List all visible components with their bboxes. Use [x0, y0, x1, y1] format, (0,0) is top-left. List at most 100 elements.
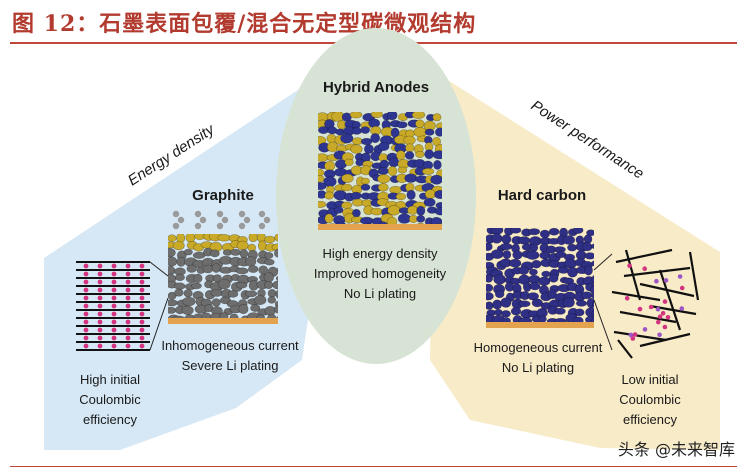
hybrid-particle — [363, 144, 374, 154]
lithium-ion — [111, 303, 117, 309]
graphite-particle — [271, 243, 278, 251]
lithium-ion — [111, 279, 117, 285]
graphite-particle — [211, 298, 221, 307]
hard-carbon-particle — [528, 228, 541, 236]
hybrid-caption-line-1: High energy density — [323, 246, 438, 261]
hard-carbon-particle — [591, 310, 594, 317]
hybrid-particle — [416, 215, 426, 223]
hard-carbon-particle — [584, 252, 594, 260]
hybrid-particle — [433, 159, 442, 170]
graphite-particle — [236, 240, 249, 251]
graphite-particle — [256, 314, 266, 318]
lithium-ion — [125, 335, 131, 341]
lithium-ion — [624, 296, 630, 301]
hybrid-particle — [318, 126, 329, 134]
hard-carbon-particle — [491, 233, 503, 244]
lithium-ion — [111, 263, 117, 269]
graphite-particle — [274, 248, 278, 258]
hybrid-particle — [360, 216, 374, 224]
carbon-sheet — [615, 248, 673, 264]
hybrid-particle — [377, 167, 389, 175]
carbon-sheet — [617, 339, 633, 359]
hybrid-particle — [366, 223, 373, 224]
graphite-efficiency-line-1: High initial — [80, 372, 140, 387]
hard-carbon-particle — [490, 249, 504, 259]
hard-carbon-particle — [501, 317, 511, 322]
hybrid-particle — [370, 112, 383, 118]
graphite-particle — [266, 313, 277, 318]
hybrid-particle — [341, 201, 353, 209]
lithium-ion — [630, 336, 636, 341]
hard-carbon-particle — [486, 292, 494, 301]
hard-carbon-particle — [501, 234, 512, 245]
lithium-ion — [677, 274, 683, 279]
graphite-particle — [176, 256, 186, 267]
graphite-particle — [248, 234, 258, 243]
hard-carbon-particle — [500, 243, 513, 251]
graphite-particle — [264, 235, 276, 244]
hard-carbon-particle — [492, 299, 503, 310]
graphite-particle — [239, 248, 249, 259]
gas-bubble — [177, 216, 185, 224]
lithium-ion — [83, 311, 89, 317]
gas-bubble — [172, 210, 180, 218]
gas-bubble — [258, 210, 266, 218]
lithium-ion — [657, 314, 663, 320]
lithium-ion — [111, 327, 117, 333]
hard-carbon-particle — [509, 258, 522, 268]
hybrid-particle — [404, 173, 418, 183]
graphite-particle — [250, 304, 261, 312]
hard-carbon-particle — [529, 268, 538, 276]
hard-carbon-particle — [553, 317, 567, 322]
gas-bubble — [221, 216, 229, 224]
gas-bubble — [172, 222, 180, 230]
hybrid-anodes-heading: Hybrid Anodes — [323, 79, 429, 96]
graphite-particle — [267, 288, 277, 298]
hybrid-particle — [360, 177, 370, 185]
graphite-particle — [276, 315, 278, 318]
hard-carbon-illustration — [486, 228, 594, 328]
graphite-particle — [238, 303, 249, 315]
graphite-particle — [257, 240, 267, 252]
lithium-ion — [139, 287, 145, 293]
lithium-ion — [97, 295, 103, 301]
hard-carbon-particle — [584, 265, 593, 276]
bottom-divider — [10, 466, 737, 467]
hard-carbon-particle — [591, 292, 594, 300]
graphite-heading: Graphite — [192, 187, 254, 204]
graphite-particle — [217, 278, 231, 290]
hard-carbon-particle — [518, 317, 533, 322]
graphite-anode-illustration — [168, 210, 278, 324]
graphite-particle — [274, 304, 278, 314]
hard-carbon-particle — [501, 310, 511, 318]
hard-carbon-heading: Hard carbon — [498, 187, 586, 204]
hard-carbon-particle — [562, 297, 575, 308]
lithium-ion — [125, 295, 131, 301]
lithium-ion — [628, 332, 634, 338]
hybrid-particle — [434, 190, 442, 199]
hard-carbon-particle — [486, 283, 494, 293]
hybrid-caption-line-2: Improved homogeneity — [314, 266, 447, 281]
carbon-sheet — [624, 249, 642, 301]
lithium-ion — [111, 295, 117, 301]
hybrid-particle — [344, 158, 354, 167]
hybrid-particle — [318, 175, 325, 183]
hard-carbon-particle — [548, 273, 559, 283]
hard-carbon-zoom-line-bottom — [593, 299, 613, 351]
lithium-ion — [125, 311, 131, 317]
hard-carbon-particle — [567, 266, 578, 278]
graphite-particle — [186, 264, 197, 273]
lithium-ion — [627, 263, 632, 269]
lithium-ion — [637, 306, 643, 312]
hard-carbon-caption-line-1: Homogeneous current — [474, 340, 603, 355]
hard-carbon-particle — [591, 274, 594, 284]
hard-carbon-particle — [512, 250, 523, 260]
hard-carbon-efficiency-line-2: Coulombic — [619, 392, 681, 407]
lithium-ion — [97, 343, 103, 349]
graphite-layered-structure — [76, 261, 150, 351]
hybrid-particle — [370, 207, 384, 216]
lithium-ion — [83, 327, 89, 333]
hybrid-particle — [396, 121, 408, 129]
hard-carbon-particle — [554, 307, 566, 315]
